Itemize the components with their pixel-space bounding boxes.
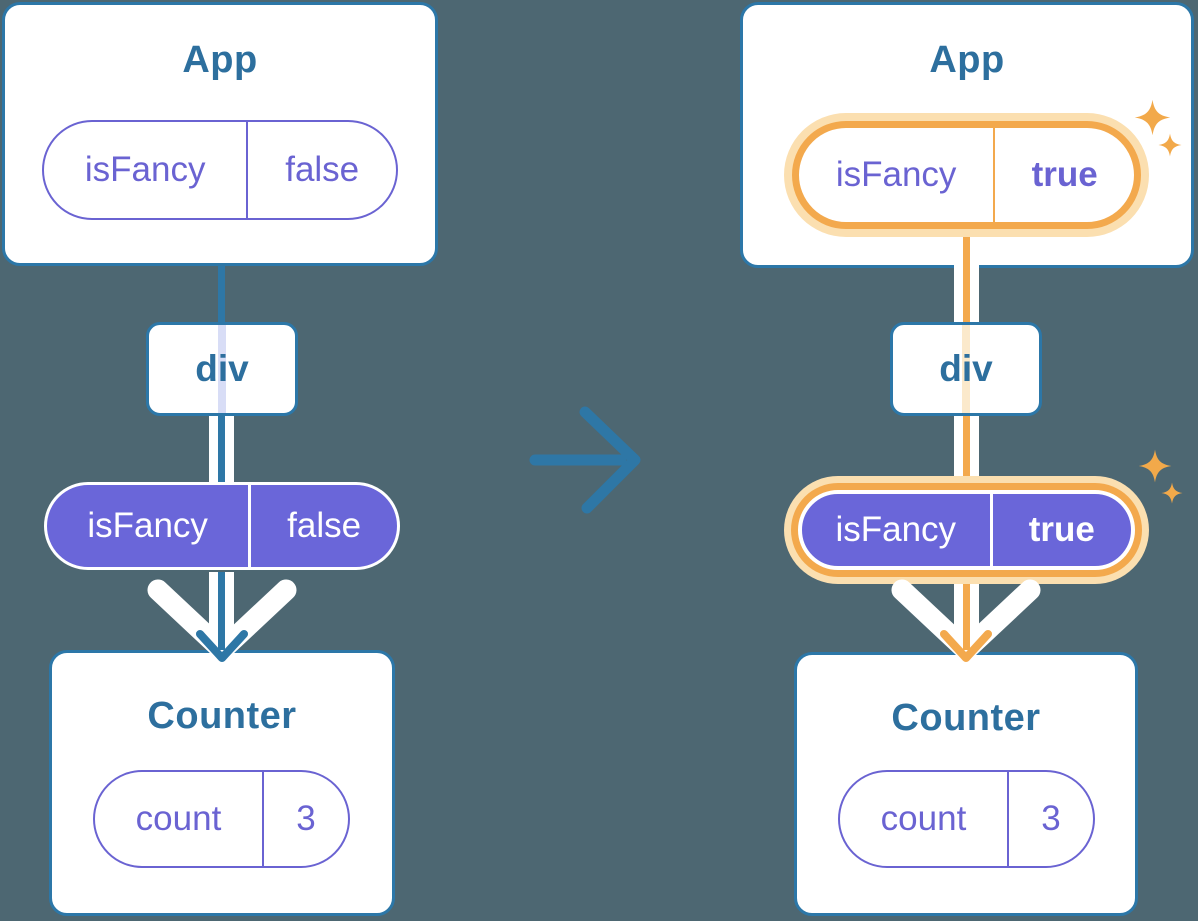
state-name: isFancy	[799, 128, 996, 222]
prop-line-core-after	[963, 584, 970, 650]
prop-thread-faint	[218, 325, 226, 413]
prop-name: isFancy	[802, 494, 993, 566]
state-pill-counter-before: count 3	[93, 770, 350, 868]
transition-arrow-icon	[529, 406, 641, 514]
prop-line-div-to-pill-before	[209, 414, 234, 484]
sparkle-icon-small	[1161, 482, 1183, 504]
state-name: count	[840, 772, 1009, 866]
prop-line-app-to-div-after	[954, 236, 979, 324]
state-pill-app-before: isFancy false	[42, 120, 398, 220]
state-value: 3	[1041, 799, 1061, 838]
flow-arrowhead-icon	[940, 630, 992, 662]
div-label: div	[939, 348, 993, 389]
flow-arrowhead-icon	[196, 630, 248, 662]
prop-line-div-to-pill-after	[954, 414, 979, 490]
sparkle-icon-large	[1134, 99, 1171, 136]
state-name: count	[95, 772, 264, 866]
div-node-after: div	[890, 322, 1042, 416]
state-value: 3	[296, 799, 316, 838]
div-label: div	[195, 348, 249, 389]
sparkle-icon-small	[1158, 133, 1182, 157]
div-node-before: div	[146, 322, 298, 416]
state-value: false	[285, 150, 360, 189]
prop-thread-faint	[962, 325, 970, 413]
state-pill-counter-after: count 3	[838, 770, 1095, 868]
sparkle-icon-large	[1138, 449, 1172, 483]
prop-line-core-before	[218, 572, 225, 650]
prop-value: false	[287, 506, 362, 545]
prop-name: isFancy	[47, 485, 252, 567]
component-title-counter: Counter	[147, 695, 297, 737]
prop-flow-chevron-icon	[147, 579, 297, 661]
prop-value: true	[1028, 510, 1095, 549]
prop-pill-after-highlighted: isFancy true	[798, 490, 1135, 570]
edge-app-to-div-before	[218, 264, 225, 324]
component-title-counter: Counter	[891, 697, 1041, 739]
component-title-app: App	[929, 39, 1005, 81]
component-title-app: App	[182, 39, 258, 81]
state-pill-app-after-highlighted: isFancy true	[792, 121, 1141, 229]
prop-pill-before: isFancy false	[44, 482, 400, 570]
state-value: true	[1031, 155, 1098, 194]
prop-flow-chevron-icon	[891, 579, 1041, 661]
state-name: isFancy	[44, 122, 249, 218]
